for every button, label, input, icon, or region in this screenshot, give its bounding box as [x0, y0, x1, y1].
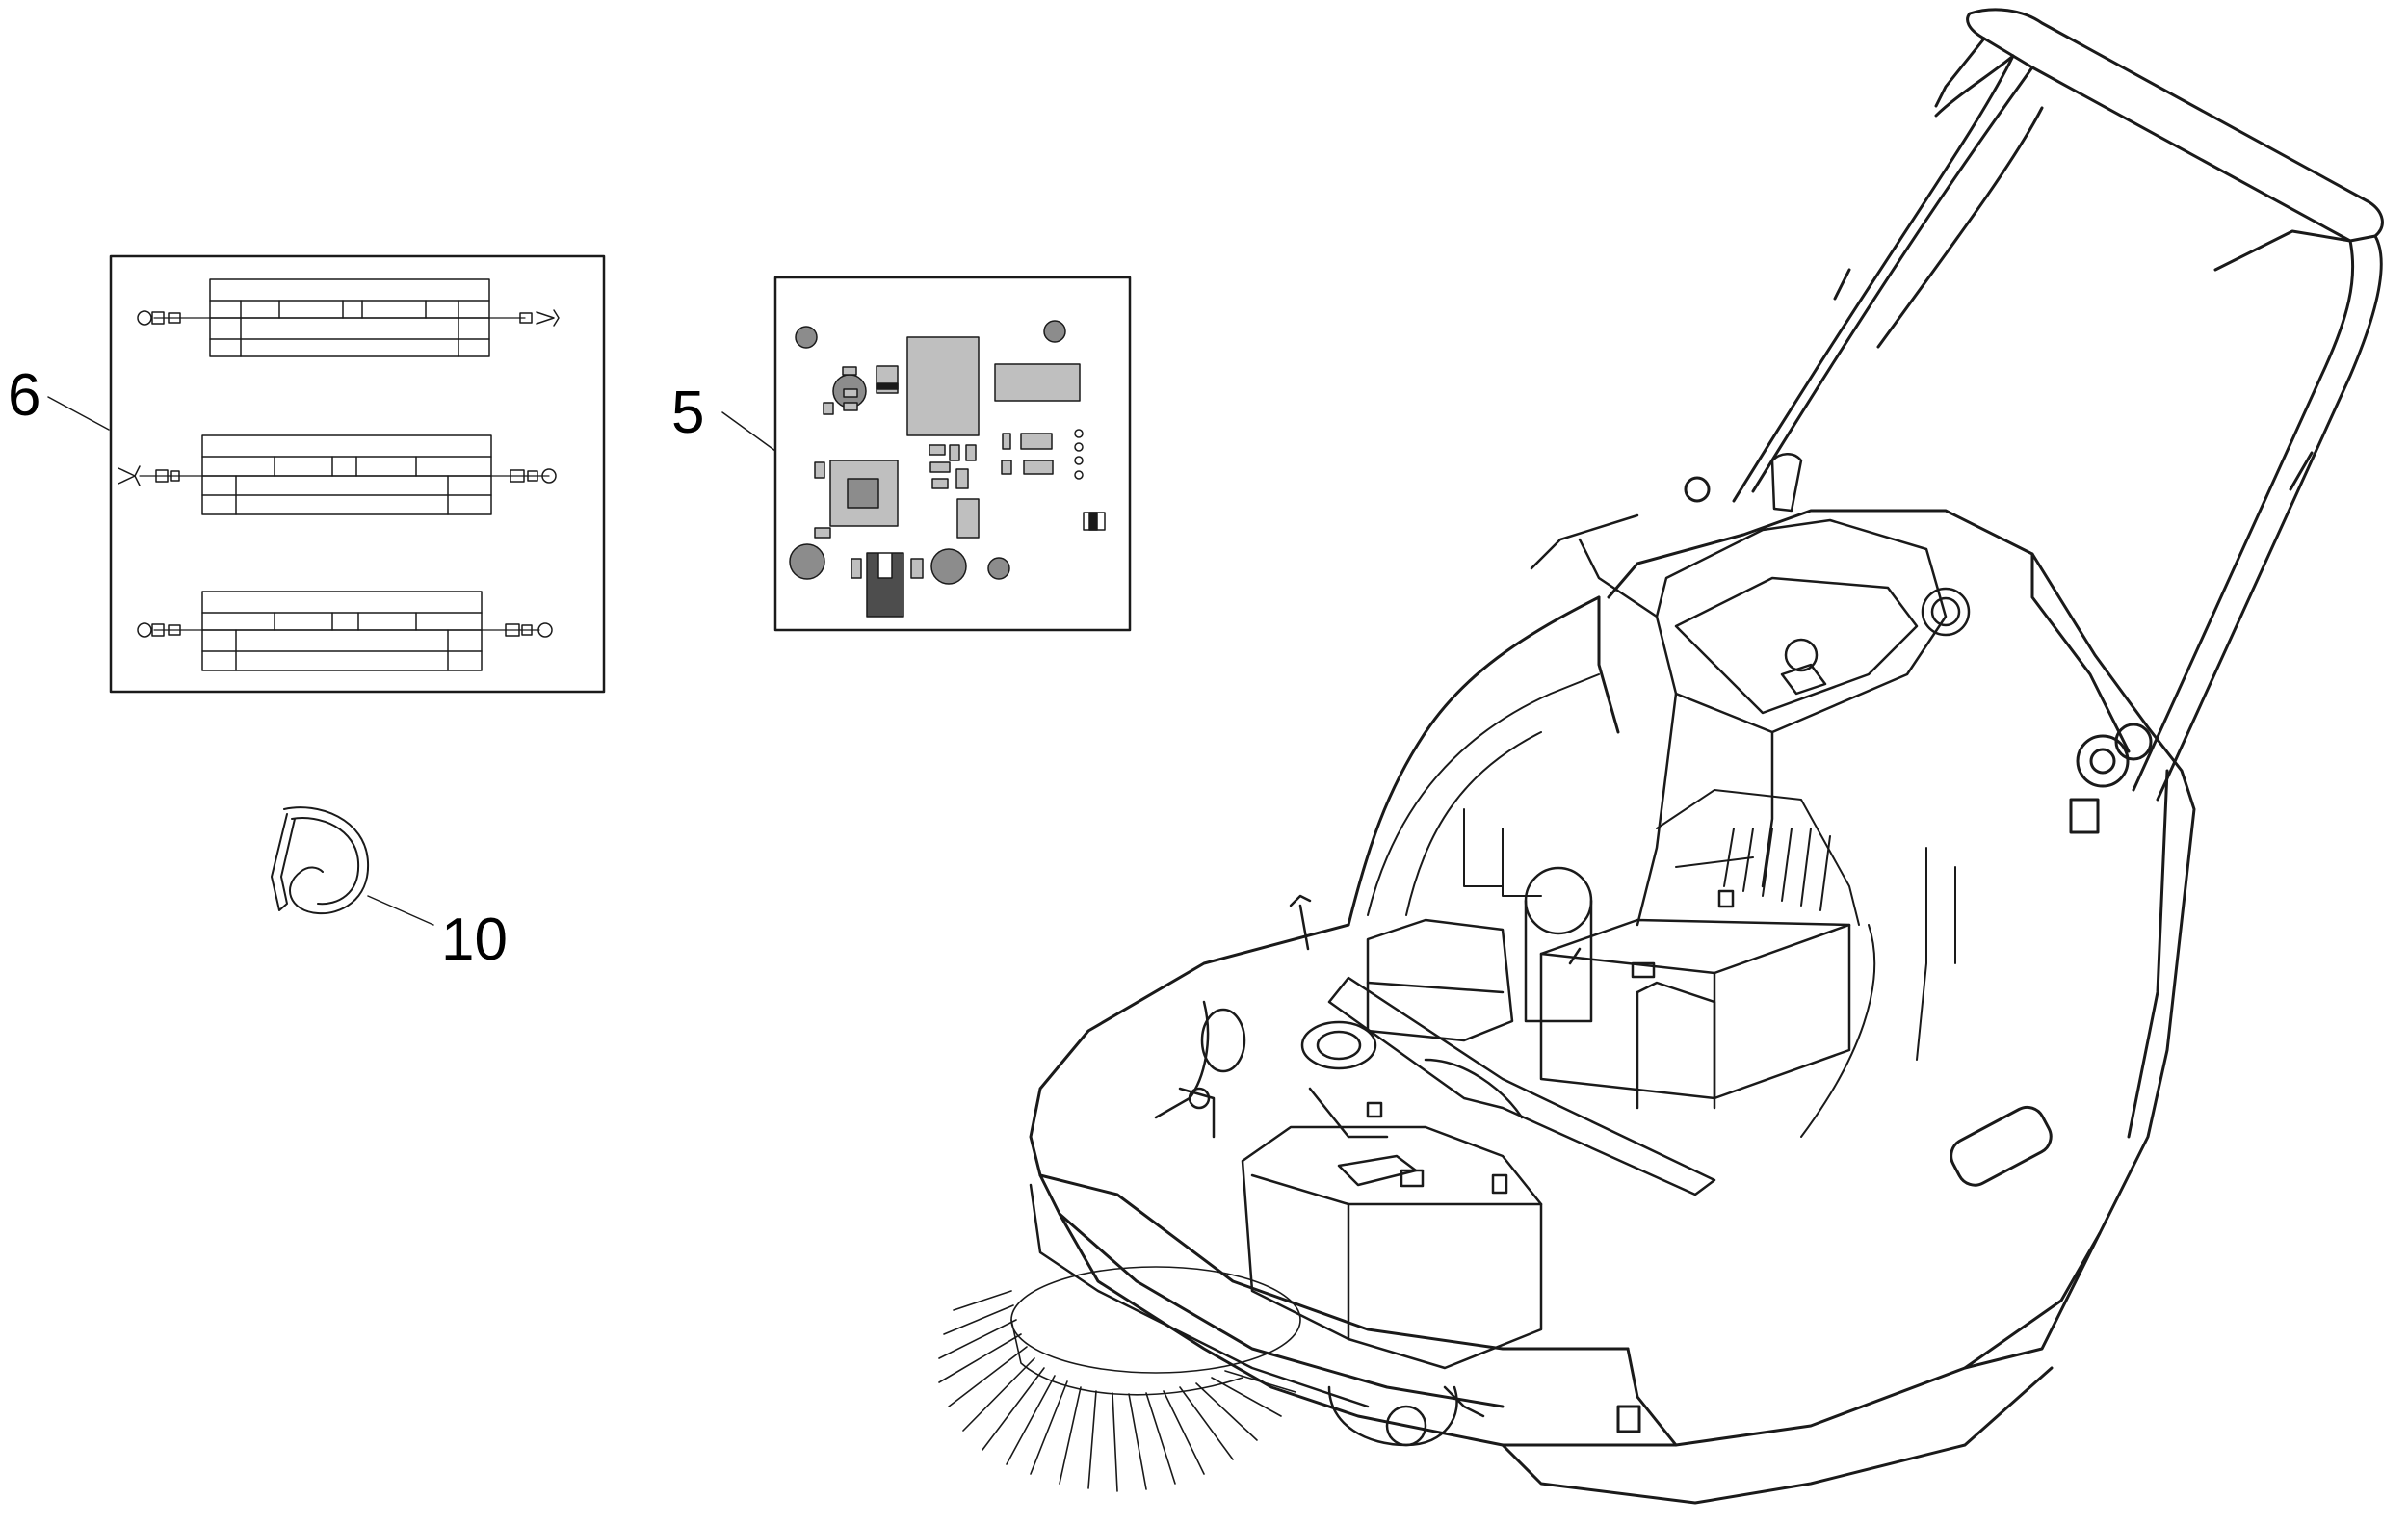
- cable-tie: [271, 806, 434, 926]
- capacitor: [789, 543, 825, 580]
- circuit-board-detail: [721, 276, 1132, 632]
- connector: [866, 552, 904, 618]
- circuit-board-frame: [773, 276, 1132, 632]
- relay: [994, 363, 1081, 402]
- front-bumper: [1029, 1183, 1485, 1447]
- machine-body: [1029, 509, 2196, 1505]
- mounting-hole: [795, 326, 818, 349]
- wiring-harness-detail: [47, 254, 606, 694]
- callout-label-6: 6: [8, 362, 41, 429]
- sweeper-machine: [938, 8, 2384, 1505]
- capacitor: [930, 548, 967, 585]
- inner-frame: [1367, 673, 1956, 1138]
- side-brush: [938, 1266, 1301, 1492]
- harness-strip-2: [118, 434, 557, 515]
- mounting-hole: [1043, 320, 1066, 343]
- capacitor: [987, 557, 1010, 580]
- callout-label-10: 10: [441, 907, 508, 973]
- harness-strip-3: [137, 591, 553, 671]
- push-handle: [1684, 8, 2384, 802]
- callout-leader-6: [47, 396, 110, 431]
- filter-housing: [1530, 453, 1971, 927]
- callout-leader-5: [721, 411, 776, 452]
- battery-front: [1241, 1101, 1543, 1370]
- side-panel: [1154, 894, 1312, 1139]
- drive-belt: [1300, 976, 1716, 1196]
- callout-leader-10: [367, 895, 434, 926]
- battery-motor: [1366, 866, 1593, 1042]
- harness-strip-1: [137, 278, 560, 357]
- battery-rear: [1539, 889, 1851, 1110]
- transformer: [906, 336, 980, 436]
- callout-label-5: 5: [671, 380, 705, 446]
- wiring-harness-frame: [109, 254, 606, 694]
